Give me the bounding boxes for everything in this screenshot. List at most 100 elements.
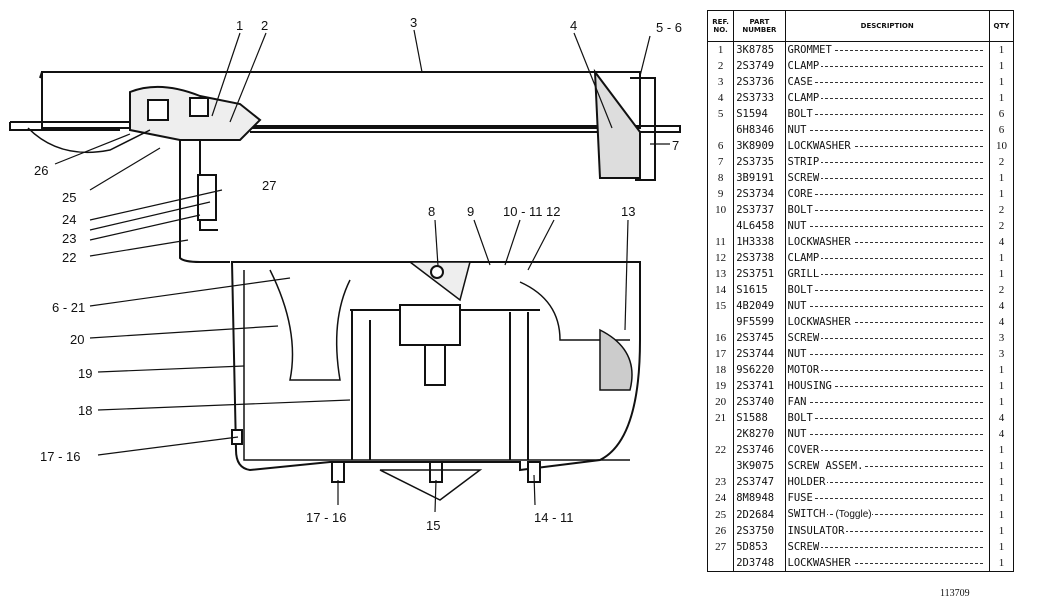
description-cell: FAN <box>784 394 990 410</box>
ref-number-cell: 21 <box>706 410 735 426</box>
ref-number-cell <box>706 555 735 572</box>
description-cell: NUT <box>784 346 990 362</box>
quantity-cell: 1 <box>988 362 1015 378</box>
dot-leader <box>789 563 983 564</box>
part-number-cell: 4L6458 <box>733 218 786 234</box>
ref-number-cell: 12 <box>706 250 735 266</box>
description-text: INSULATOR <box>787 525 847 537</box>
description-text: CORE <box>787 188 815 200</box>
description-cell: COVER <box>784 442 990 458</box>
description-cell: HOLDER <box>784 474 990 490</box>
description-cell: LOCKWASHER <box>784 555 990 572</box>
quantity-cell: 1 <box>988 394 1015 410</box>
callout-labels: 1 2 3 4 5 - 6 7 26 25 27 24 23 22 8 9 10… <box>34 15 682 533</box>
part-number-cell: 2S3738 <box>733 250 786 266</box>
part-number-cell: 1H3338 <box>733 234 786 250</box>
callout-17-16-left: 17 - 16 <box>40 449 80 464</box>
leader-lines <box>54 29 670 513</box>
ref-number-cell: 9 <box>706 186 735 202</box>
ref-number-cell <box>706 458 735 474</box>
quantity-cell: 4 <box>988 234 1015 250</box>
description-cell: INSULATOR <box>784 523 990 539</box>
description-text: SCREW <box>787 541 822 553</box>
quantity-cell: 6 <box>988 106 1015 122</box>
description-text: MOTOR <box>787 364 822 376</box>
part-number-cell: 8M8948 <box>733 490 786 506</box>
description-cell: BOLT <box>784 202 990 218</box>
quantity-cell: 4 <box>988 298 1015 314</box>
quantity-cell: 3 <box>988 330 1015 346</box>
quantity-cell: 4 <box>988 426 1015 442</box>
description-cell: NUT <box>784 218 990 234</box>
dot-leader <box>789 547 983 548</box>
ref-number-cell: 27 <box>706 539 735 555</box>
description-cell: LOCKWASHER <box>784 314 990 330</box>
quantity-cell: 10 <box>988 138 1015 154</box>
dot-leader <box>789 402 983 403</box>
description-text: LOCKWASHER <box>787 316 853 328</box>
description-text: BOLT <box>787 284 815 296</box>
description-cell: SCREW <box>784 170 990 186</box>
dot-leader <box>789 114 983 115</box>
part-number-cell: 2S3745 <box>733 330 786 346</box>
description-note: (Toggle) <box>835 509 872 520</box>
ref-number-cell: 26 <box>706 523 735 539</box>
callout-5-6: 5 - 6 <box>656 20 682 35</box>
ref-number-cell: 14 <box>706 282 735 298</box>
callout-22: 22 <box>62 250 76 265</box>
part-number-cell: 2S3737 <box>733 202 786 218</box>
part-number-cell: 3K8909 <box>733 138 786 154</box>
description-text: GROMMET <box>787 44 834 56</box>
ref-number-cell: 16 <box>706 330 735 346</box>
quantity-cell: 1 <box>988 539 1015 555</box>
quantity-cell: 2 <box>988 202 1015 218</box>
ref-number-cell: 4 <box>706 90 735 106</box>
callout-9: 9 <box>467 204 474 219</box>
quantity-cell: 4 <box>988 314 1015 330</box>
description-cell: SCREW <box>784 330 990 346</box>
description-text: FUSE <box>787 492 815 504</box>
dot-leader <box>789 354 983 355</box>
description-cell: NUT <box>784 298 990 314</box>
ref-number-cell: 23 <box>706 474 735 490</box>
catalog-number: 113709 <box>940 588 970 599</box>
dot-leader <box>789 322 983 323</box>
dot-leader <box>789 98 983 99</box>
part-number-cell: 3K8785 <box>733 41 786 58</box>
description-cell: GROMMET <box>784 41 990 58</box>
dot-leader <box>789 514 983 515</box>
ref-number-cell: 7 <box>706 154 735 170</box>
part-number-cell: 2S3747 <box>733 474 786 490</box>
callout-19: 19 <box>78 366 92 381</box>
description-text: HOUSING <box>787 380 834 392</box>
description-text: FAN <box>787 396 809 408</box>
description-cell: FUSE <box>784 490 990 506</box>
quantity-cell: 1 <box>988 58 1015 74</box>
description-cell: BOLT <box>784 410 990 426</box>
part-number-cell: S1594 <box>733 106 786 122</box>
ref-number-cell: 6 <box>706 138 735 154</box>
quantity-cell: 1 <box>988 506 1015 523</box>
dot-leader <box>789 162 983 163</box>
dot-leader <box>789 194 983 195</box>
callout-1: 1 <box>236 18 243 33</box>
callout-2: 2 <box>261 18 268 33</box>
header-description: DESCRIPTION <box>784 10 990 42</box>
description-cell: BOLT <box>784 282 990 298</box>
ref-number-cell: 20 <box>706 394 735 410</box>
callout-3: 3 <box>410 15 417 30</box>
callout-8: 8 <box>428 204 435 219</box>
ref-number-cell <box>706 314 735 330</box>
quantity-cell: 4 <box>988 410 1015 426</box>
part-number-cell: 4B2049 <box>733 298 786 314</box>
